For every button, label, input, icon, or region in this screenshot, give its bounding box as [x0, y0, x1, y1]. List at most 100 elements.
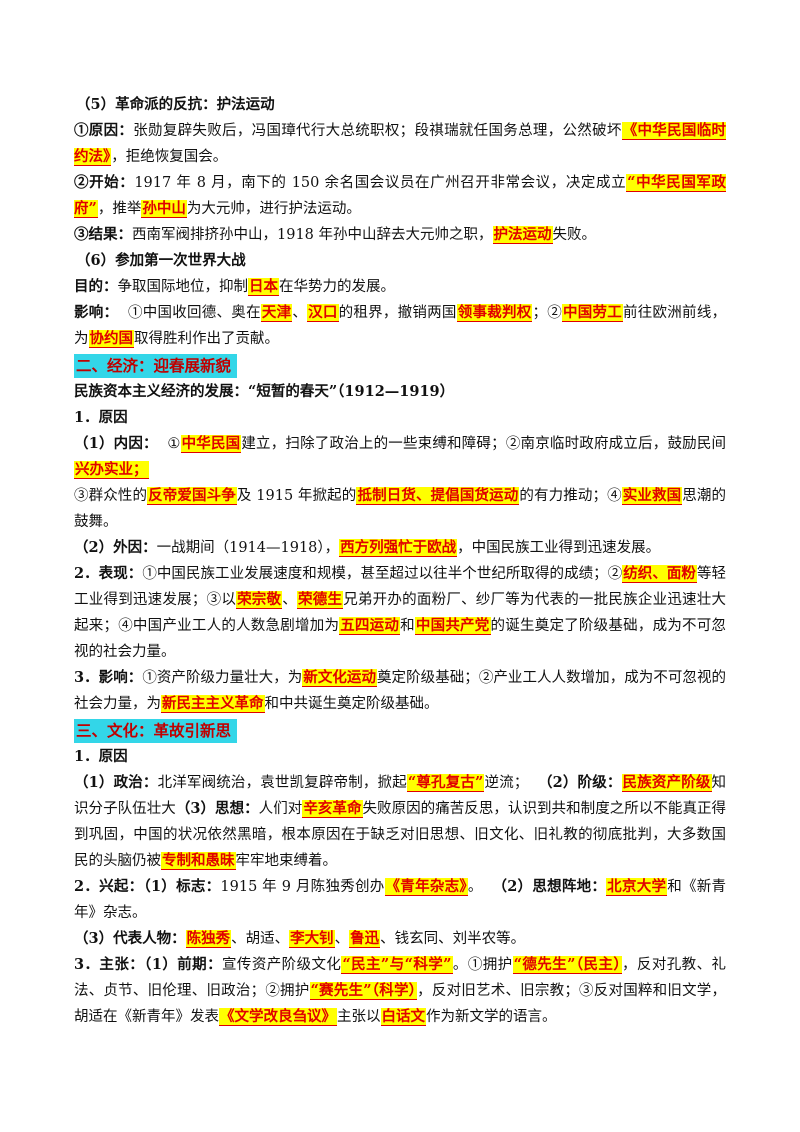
text: 、 [292, 305, 308, 321]
label-politics: （1）政治： [74, 774, 158, 791]
highlight-keyword: “尊孔复古” [406, 774, 485, 792]
text: ，反对旧艺术、旧宗教；③反对国粹和旧文学，胡适在《新青年》发表 [74, 983, 727, 1025]
label-result: ③结果： [74, 226, 132, 243]
highlight-keyword: 孙中山 [141, 200, 187, 218]
highlight-keyword: 天津 [260, 304, 293, 322]
text: 、钱玄同、刘半农等。 [380, 931, 526, 947]
text: ③群众性的 [74, 488, 148, 504]
highlight-keyword: 中国劳工 [562, 304, 624, 322]
paragraph-culture-rise: 2．兴起：（1）标志：1915 年 9 月陈独秀创办《青年杂志》。 （2）思想阵… [74, 874, 726, 926]
highlight-keyword: 白话文 [380, 1008, 426, 1026]
highlight-keyword: 李大钊 [289, 930, 335, 948]
highlight-keyword: 实业救国 [621, 487, 683, 505]
highlight-keyword: 纺织、面粉 [622, 565, 697, 583]
text: 主张以 [337, 1009, 381, 1025]
text: 建立，扫除了政治上的一些束缚和障碍；②南京临时政府成立后，鼓励民间 [241, 436, 727, 452]
highlight-keyword: 领事裁判权 [456, 304, 533, 322]
highlight-keyword: 协约国 [88, 330, 134, 348]
text: 。①拥护 [452, 957, 513, 973]
highlight-keyword: 中华民国 [180, 435, 242, 453]
text: 奠定阶级基础；②产业工人人数增加，成为不可忽视的社会力量，为 [74, 670, 727, 712]
label-effect: 3．影响： [74, 669, 143, 686]
label-base: （2）思想阵地： [492, 878, 607, 895]
label-sign: （1）标志： [143, 878, 221, 895]
text: ，拒绝恢复国会。 [111, 149, 228, 165]
label-class: （2）阶级： [537, 774, 622, 791]
text: ①资产阶级力量壮大，为 [142, 670, 303, 686]
highlight-keyword: 西方列强忙于欧战 [339, 539, 458, 557]
highlight-keyword: 荣德生 [297, 591, 344, 609]
text: 的租界，撤销两国 [338, 305, 457, 321]
text: 前往欧洲前线，为 [74, 305, 727, 347]
text: 失败原因的痛苦反思，认识到共和制度之所以不能真正得到巩固，中国的状况依然黑暗，根… [74, 801, 727, 869]
text: 和 [400, 618, 415, 634]
heading-economy: 二、经济：迎春展新貌 [74, 354, 238, 378]
paragraph-culture-claims: 3．主张：（1）前期：宣传资产阶级文化“民主”与“科学”。①拥护“德先生”（民主… [74, 952, 726, 1030]
text: 1917 年 8 月，南下的 150 余名国会议员在广州召开非常会议，决定成立 [134, 175, 627, 191]
highlight-keyword: 鲁迅 [349, 930, 381, 948]
label-rise: 2．兴起： [74, 878, 144, 895]
label-early: （1）前期： [144, 956, 222, 973]
highlight-keyword: “民主”与“科学” [341, 956, 453, 974]
text: 知识分子队伍壮大 [74, 775, 727, 817]
highlight-keyword: 专制和愚昧 [161, 852, 236, 870]
highlight-keyword: 《文学改良刍议》 [219, 1008, 337, 1026]
text: 一战期间（1914—1918）， [156, 540, 340, 556]
highlight-keyword: 日本 [248, 278, 279, 296]
subheading-economy-cause: 1．原因 [74, 409, 128, 426]
text: ；② [532, 305, 562, 321]
paragraph-economy-internal: （1）内因： ①中华民国建立，扫除了政治上的一些束缚和障碍；②南京临时政府成立后… [74, 431, 726, 535]
label-start: ②开始： [74, 174, 135, 191]
label-external: （2）外因： [74, 539, 157, 556]
text: 及 1915 年掀起的 [236, 488, 357, 504]
text: ，反对孔教、礼法、贞节、旧伦理、旧政治；②拥护 [74, 957, 727, 999]
highlight-keyword: 陈独秀 [185, 930, 232, 948]
text: 和中共诞生奠定阶级基础。 [264, 696, 439, 712]
text: 在华势力的发展。 [279, 279, 395, 295]
highlight-keyword: 反帝爱国斗争 [147, 487, 237, 505]
text: 逆流； [484, 775, 529, 791]
text: 、 [334, 931, 350, 947]
text: 。 [467, 879, 483, 895]
text: 取得胜利作出了贡献。 [134, 331, 279, 347]
highlight-keyword: 新民主主义革命 [161, 695, 265, 713]
text: 、胡适、 [231, 931, 290, 947]
text: 西南军阀排挤孙中山，1918 年孙中山辞去大元帅之职， [132, 227, 493, 243]
highlight-keyword: 兴办实业； [74, 461, 149, 479]
label-purpose: 目的： [74, 278, 118, 295]
text: 北洋军阀统治，袁世凯复辟帝制，掀起 [157, 775, 407, 791]
label-performance: 2．表现： [74, 565, 143, 582]
text: ①中国收回德、奥在 [128, 305, 261, 321]
text: 思潮的鼓舞。 [74, 488, 727, 530]
label-internal: （1）内因： [74, 435, 158, 452]
paragraph-economy-effect: 3．影响：①资产阶级力量壮大，为新文化运动奠定阶级基础；②产业工人人数增加，成为… [74, 665, 726, 717]
highlight-keyword: 新文化运动 [302, 669, 378, 687]
text: 兄弟开办的面粉厂、纱厂等为代表的一批民族企业迅速壮大起来；④中国产业工人的人数急… [74, 592, 727, 634]
text: 为大元帅，进行护法运动。 [186, 201, 361, 217]
label-impact: 影响： [74, 304, 119, 321]
highlight-keyword: “德先生”（民主） [512, 956, 623, 974]
text: 和《新青年》杂志。 [74, 879, 727, 921]
section-title-wwi: （6）参加第一次世界大战 [76, 252, 246, 269]
paragraph-hufa-reason: ①原因：张勋复辟失败后，冯国璋代行大总统职权；段祺瑞就任国务总理，公然破坏《中华… [74, 118, 727, 170]
text: 、 [282, 592, 297, 608]
subtitle-economy: 民族资本主义经济的发展：“短暂的春天”（1912—1919） [74, 383, 455, 400]
highlight-keyword: 《青年杂志》 [384, 878, 468, 896]
heading-culture: 三、文化：革故引新思 [74, 719, 238, 743]
text: ，推举 [97, 201, 142, 217]
text: 的有力推动；④ [519, 488, 622, 504]
paragraph-economy-performance: 2．表现：①中国民族工业发展速度和规模，甚至超过以往半个世纪所取得的成绩；②纺织… [74, 561, 726, 665]
highlight-keyword: 荣宗敬 [236, 591, 283, 609]
paragraph-economy-external: （2）外因：一战期间（1914—1918），西方列强忙于欧战，中国民族工业得到迅… [74, 535, 726, 561]
text: 牢牢地束缚着。 [235, 853, 338, 869]
highlight-keyword: 北京大学 [606, 878, 668, 896]
label-claims: 3．主张： [74, 956, 145, 973]
paragraph-wwi-impact: 影响： ①中国收回德、奥在天津、汉口的租界，撤销两国领事裁判权；②中国劳工前往欧… [74, 300, 726, 352]
highlight-keyword: 辛亥革命 [302, 800, 363, 818]
label-thought: （3）思想： [175, 800, 259, 817]
text: 人们对 [258, 801, 303, 817]
subheading-culture-cause: 1．原因 [74, 748, 128, 765]
text: ① [167, 436, 181, 452]
text: 的诞生奠定了阶级基础，成为不可忽视的社会力量。 [74, 618, 727, 660]
